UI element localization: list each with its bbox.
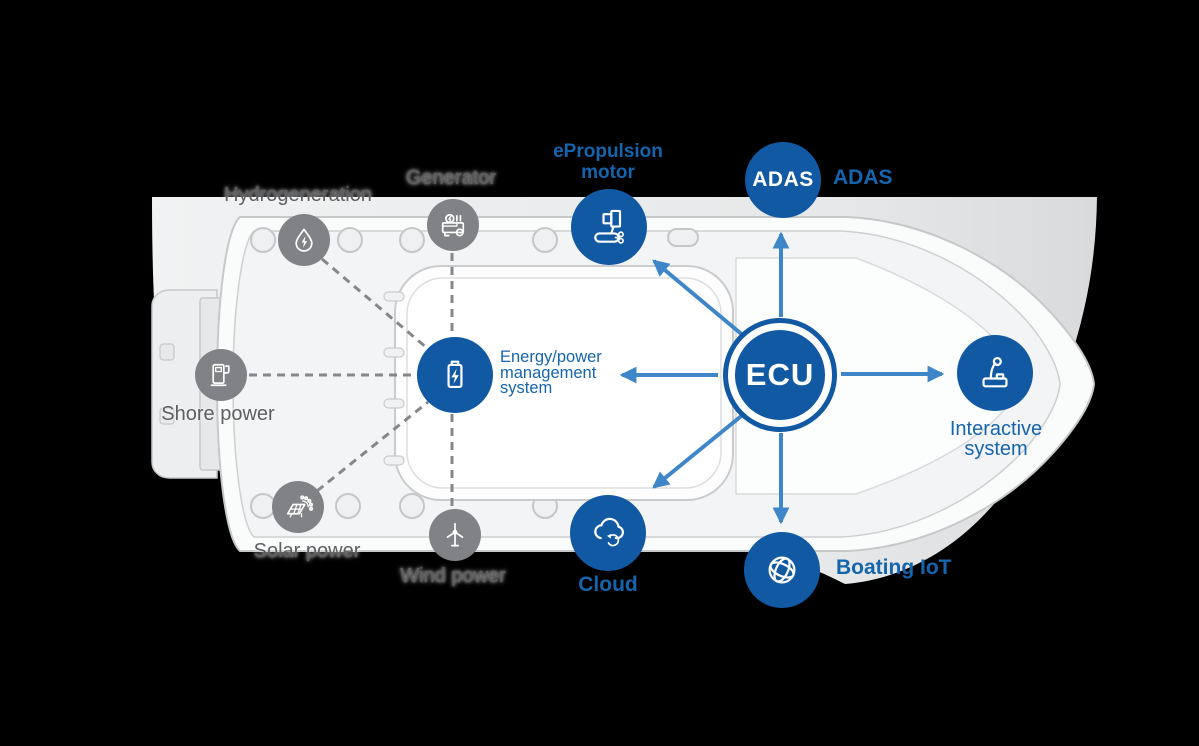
adas-node: ADAS xyxy=(745,142,821,218)
stern-cleat xyxy=(159,343,175,361)
generator-icon xyxy=(441,213,465,237)
epropulsion-motor-label: ePropulsion motor xyxy=(553,141,663,183)
boating-iot-node xyxy=(744,532,820,608)
cockpit-cleats xyxy=(383,291,405,466)
hydrogeneration-label: Hydrogeneration xyxy=(224,184,372,206)
deck-hatches xyxy=(250,227,699,519)
energy-management-label: Energy/power management system xyxy=(500,348,602,397)
throttle-joystick-icon xyxy=(982,356,1008,388)
wind-power-node xyxy=(429,509,481,561)
ecu-node: ECU xyxy=(723,318,837,432)
stern-cleat xyxy=(159,407,175,425)
cockpit-inner xyxy=(406,277,722,489)
water-drop-energy-icon xyxy=(295,228,313,252)
boating-iot-label: Boating IoT xyxy=(836,556,952,579)
solar-power-label: Solar power xyxy=(253,540,361,562)
generator-label: Generator xyxy=(405,167,497,189)
adas-label: ADAS xyxy=(833,166,893,189)
outboard-motor-icon xyxy=(594,209,624,244)
connector-hydro-battery xyxy=(321,257,428,350)
solar-panel-icon xyxy=(286,495,314,518)
energy-management-node xyxy=(417,337,493,413)
wind-power-label: Wind power xyxy=(400,565,506,587)
arrow-ecu-motor xyxy=(652,259,747,339)
generator-node xyxy=(427,199,479,251)
hydrogeneration-node xyxy=(278,214,330,266)
charging-station-icon xyxy=(210,363,230,387)
battery-icon xyxy=(447,360,463,389)
arrow-ecu-cloud xyxy=(652,411,747,489)
cloud-sync-icon xyxy=(594,517,624,547)
cloud-node xyxy=(570,495,646,571)
globe-icon xyxy=(768,556,796,584)
epropulsion-motor-node xyxy=(571,189,647,265)
shore-power-label: Shore power xyxy=(161,403,275,425)
adas-circle-text: ADAS xyxy=(752,168,814,191)
ecu-label: ECU xyxy=(735,330,825,420)
solar-power-node xyxy=(272,481,324,533)
cloud-label: Cloud xyxy=(578,573,638,596)
interactive-system-node xyxy=(957,335,1033,411)
power-source-connectors xyxy=(249,253,454,507)
ecu-arrows xyxy=(619,231,945,525)
interactive-system-label: Interactive system xyxy=(949,418,1043,460)
connector-solar-battery xyxy=(316,400,429,493)
shore-power-node xyxy=(195,349,247,401)
wind-turbine-icon xyxy=(446,522,464,547)
